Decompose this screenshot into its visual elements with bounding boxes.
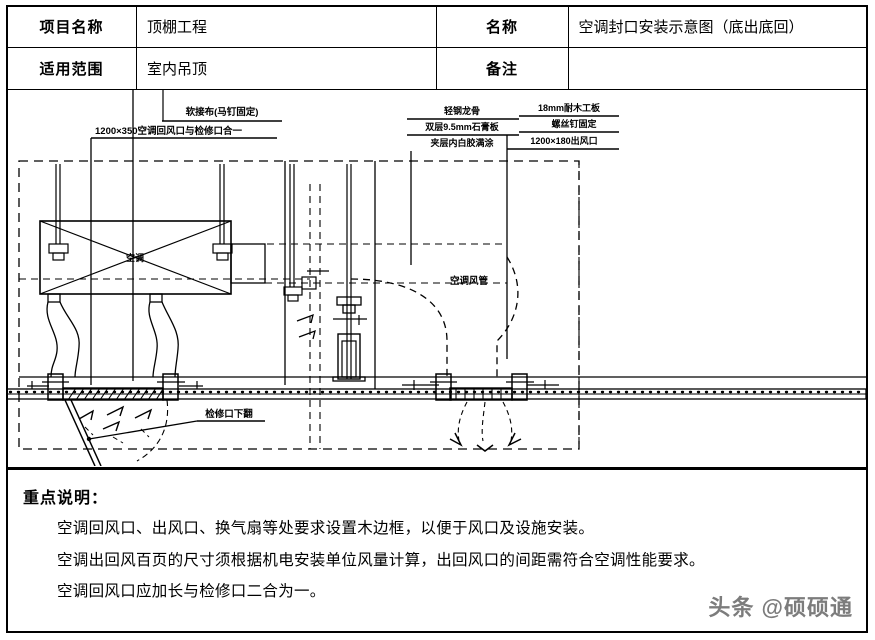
field-value-remark — [567, 47, 868, 90]
label-soft-connect-text: 软接布(马钉固定) — [186, 106, 259, 118]
return-airflow-dashed-region — [84, 426, 150, 444]
field-label-scope: 适用范围 — [6, 47, 137, 90]
label-ac-unit: 空调 — [126, 252, 144, 263]
field-label-project-name: 项目名称 — [6, 5, 137, 48]
supply-air-diffuser — [402, 373, 559, 401]
label-supply-air-dim: 1200×180出风口 — [530, 135, 597, 146]
field-label-remark: 备注 — [435, 47, 569, 90]
notes-line-2: 空调出回风百页的尺寸须根据机电安装单位风量计算，出回风口的间距需符合空调性能要求… — [57, 551, 705, 569]
notes-title: 重点说明： — [23, 490, 109, 507]
technical-drawing-panel: 软接布(马钉固定) 1200×350空调回风口与检修口合一 轻钢龙骨 双层9.5… — [6, 89, 868, 468]
label-ac-duct: 空调风管 — [450, 275, 489, 287]
label-light-steel-keel: 轻钢龙骨 — [444, 105, 480, 116]
title-block-table: 项目名称 顶棚工程 名称 空调封口安装示意图（底出底回） 适用范围 室内吊顶 备… — [6, 5, 868, 90]
label-plywood: 18mm耐木工板 — [538, 102, 601, 113]
callout-soft-connect: 软接布(马钉固定) — [162, 106, 282, 122]
field-value-project-name: 顶棚工程 — [136, 5, 437, 48]
return-air-grille — [27, 373, 203, 401]
notes-line-1: 空调回风口、出风口、换气扇等处要求设置木边框，以便于风口及设施安装。 — [57, 520, 595, 537]
callout-plywood-supply-air: 18mm耐木工板 螺丝钉固定 1200×180出风口 — [506, 102, 619, 359]
label-gypsum-board: 双层9.5mm石膏板 — [425, 121, 500, 132]
table-row: 适用范围 室内吊顶 备注 — [6, 47, 868, 90]
watermark-text: 头条 @硕硕通 — [708, 595, 853, 620]
flexible-canvas-connector — [46, 293, 179, 378]
hanger-rods-group — [48, 164, 303, 302]
air-damper-assembly — [332, 164, 367, 382]
field-value-scope: 室内吊顶 — [136, 47, 437, 90]
ac-flexible-duct — [350, 256, 519, 379]
supply-airflow-arrows — [457, 401, 513, 442]
key-notes-panel: 重点说明： 空调回风口、出风口、换气扇等处要求设置木边框，以便于风口及设施安装。… — [6, 468, 868, 633]
callout-return-air-opening: 1200×350空调回风口与检修口合一 — [90, 125, 277, 385]
ac-sealing-installation-diagram: 软接布(马钉固定) 1200×350空调回风口与检修口合一 轻钢龙骨 双层9.5… — [7, 89, 866, 466]
label-glue-coating: 夹层内白胶满涂 — [430, 137, 494, 148]
callout-ceiling-construction: 轻钢龙骨 双层9.5mm石膏板 夹层内白胶满涂 — [407, 105, 519, 265]
field-label-drawing-name: 名称 — [435, 5, 569, 48]
label-access-panel: 检修口下翻 — [205, 408, 253, 420]
access-panel-drop: 检修口下翻 — [64, 399, 265, 466]
label-return-air-dim: 1200×350空调回风口与检修口合一 — [95, 125, 243, 137]
return-airflow-arrows — [78, 405, 153, 432]
supply-airflow-arrowheads — [449, 432, 522, 452]
duct-centerline-dashed — [231, 243, 507, 284]
mid-airflow-arrows — [296, 313, 316, 340]
ceiling-hanger-verticals — [132, 89, 376, 389]
label-screw-fix: 螺丝钉固定 — [551, 118, 597, 129]
table-row: 项目名称 顶棚工程 名称 空调封口安装示意图（底出底回） — [6, 5, 868, 48]
notes-line-3: 空调回风口应加长与检修口二合为一。 — [57, 583, 326, 601]
duct-stub-left — [301, 270, 329, 290]
left-inner-dashed-columns — [309, 184, 321, 449]
ac-unit-body: 空调 — [39, 220, 266, 295]
field-value-drawing-name: 空调封口安装示意图（底出底回） — [567, 5, 868, 48]
detail-boundary-dashed — [18, 160, 580, 450]
